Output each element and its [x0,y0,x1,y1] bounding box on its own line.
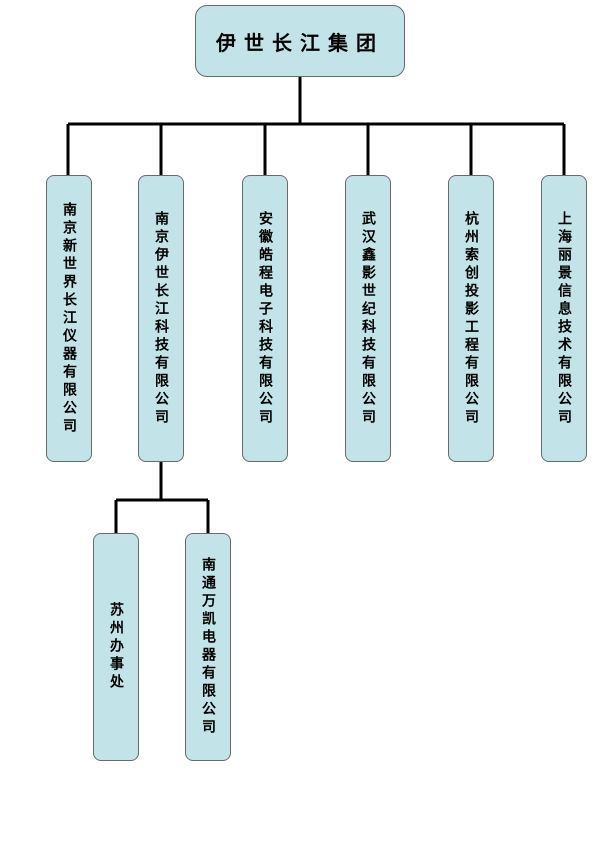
sub-branch-label: 苏州办事处 [108,602,124,692]
branch-label: 南京伊世长江科技有限公司 [153,210,169,427]
branch-node-hangzhou-suochuang: 杭州索创投影工程有限公司 [448,175,494,462]
branch-node-anhui-haocheng: 安徽皓程电子科技有限公司 [242,175,288,462]
branch-node-shanghai-lijing: 上海丽景信息技术有限公司 [541,175,587,462]
branch-label: 上海丽景信息技术有限公司 [556,210,572,427]
sub-node-suzhou-office: 苏州办事处 [93,533,139,761]
branch-label: 南京新世界长江仪器有限公司 [61,201,77,436]
sub-branch-label: 南通万凯电器有限公司 [200,557,216,737]
branch-label: 武汉鑫影世纪科技有限公司 [360,210,376,427]
branch-label: 安徽皓程电子科技有限公司 [257,210,273,427]
branch-node-nanjing-yishi: 南京伊世长江科技有限公司 [138,175,184,462]
branch-node-nanjing-xinshijie: 南京新世界长江仪器有限公司 [46,175,92,462]
branch-label: 杭州索创投影工程有限公司 [463,210,479,427]
root-node: 伊世长江集团 [195,5,405,77]
sub-node-nantong-wankai: 南通万凯电器有限公司 [185,533,231,761]
branch-node-wuhan-xinying: 武汉鑫影世纪科技有限公司 [345,175,391,462]
root-label: 伊世长江集团 [216,30,384,55]
